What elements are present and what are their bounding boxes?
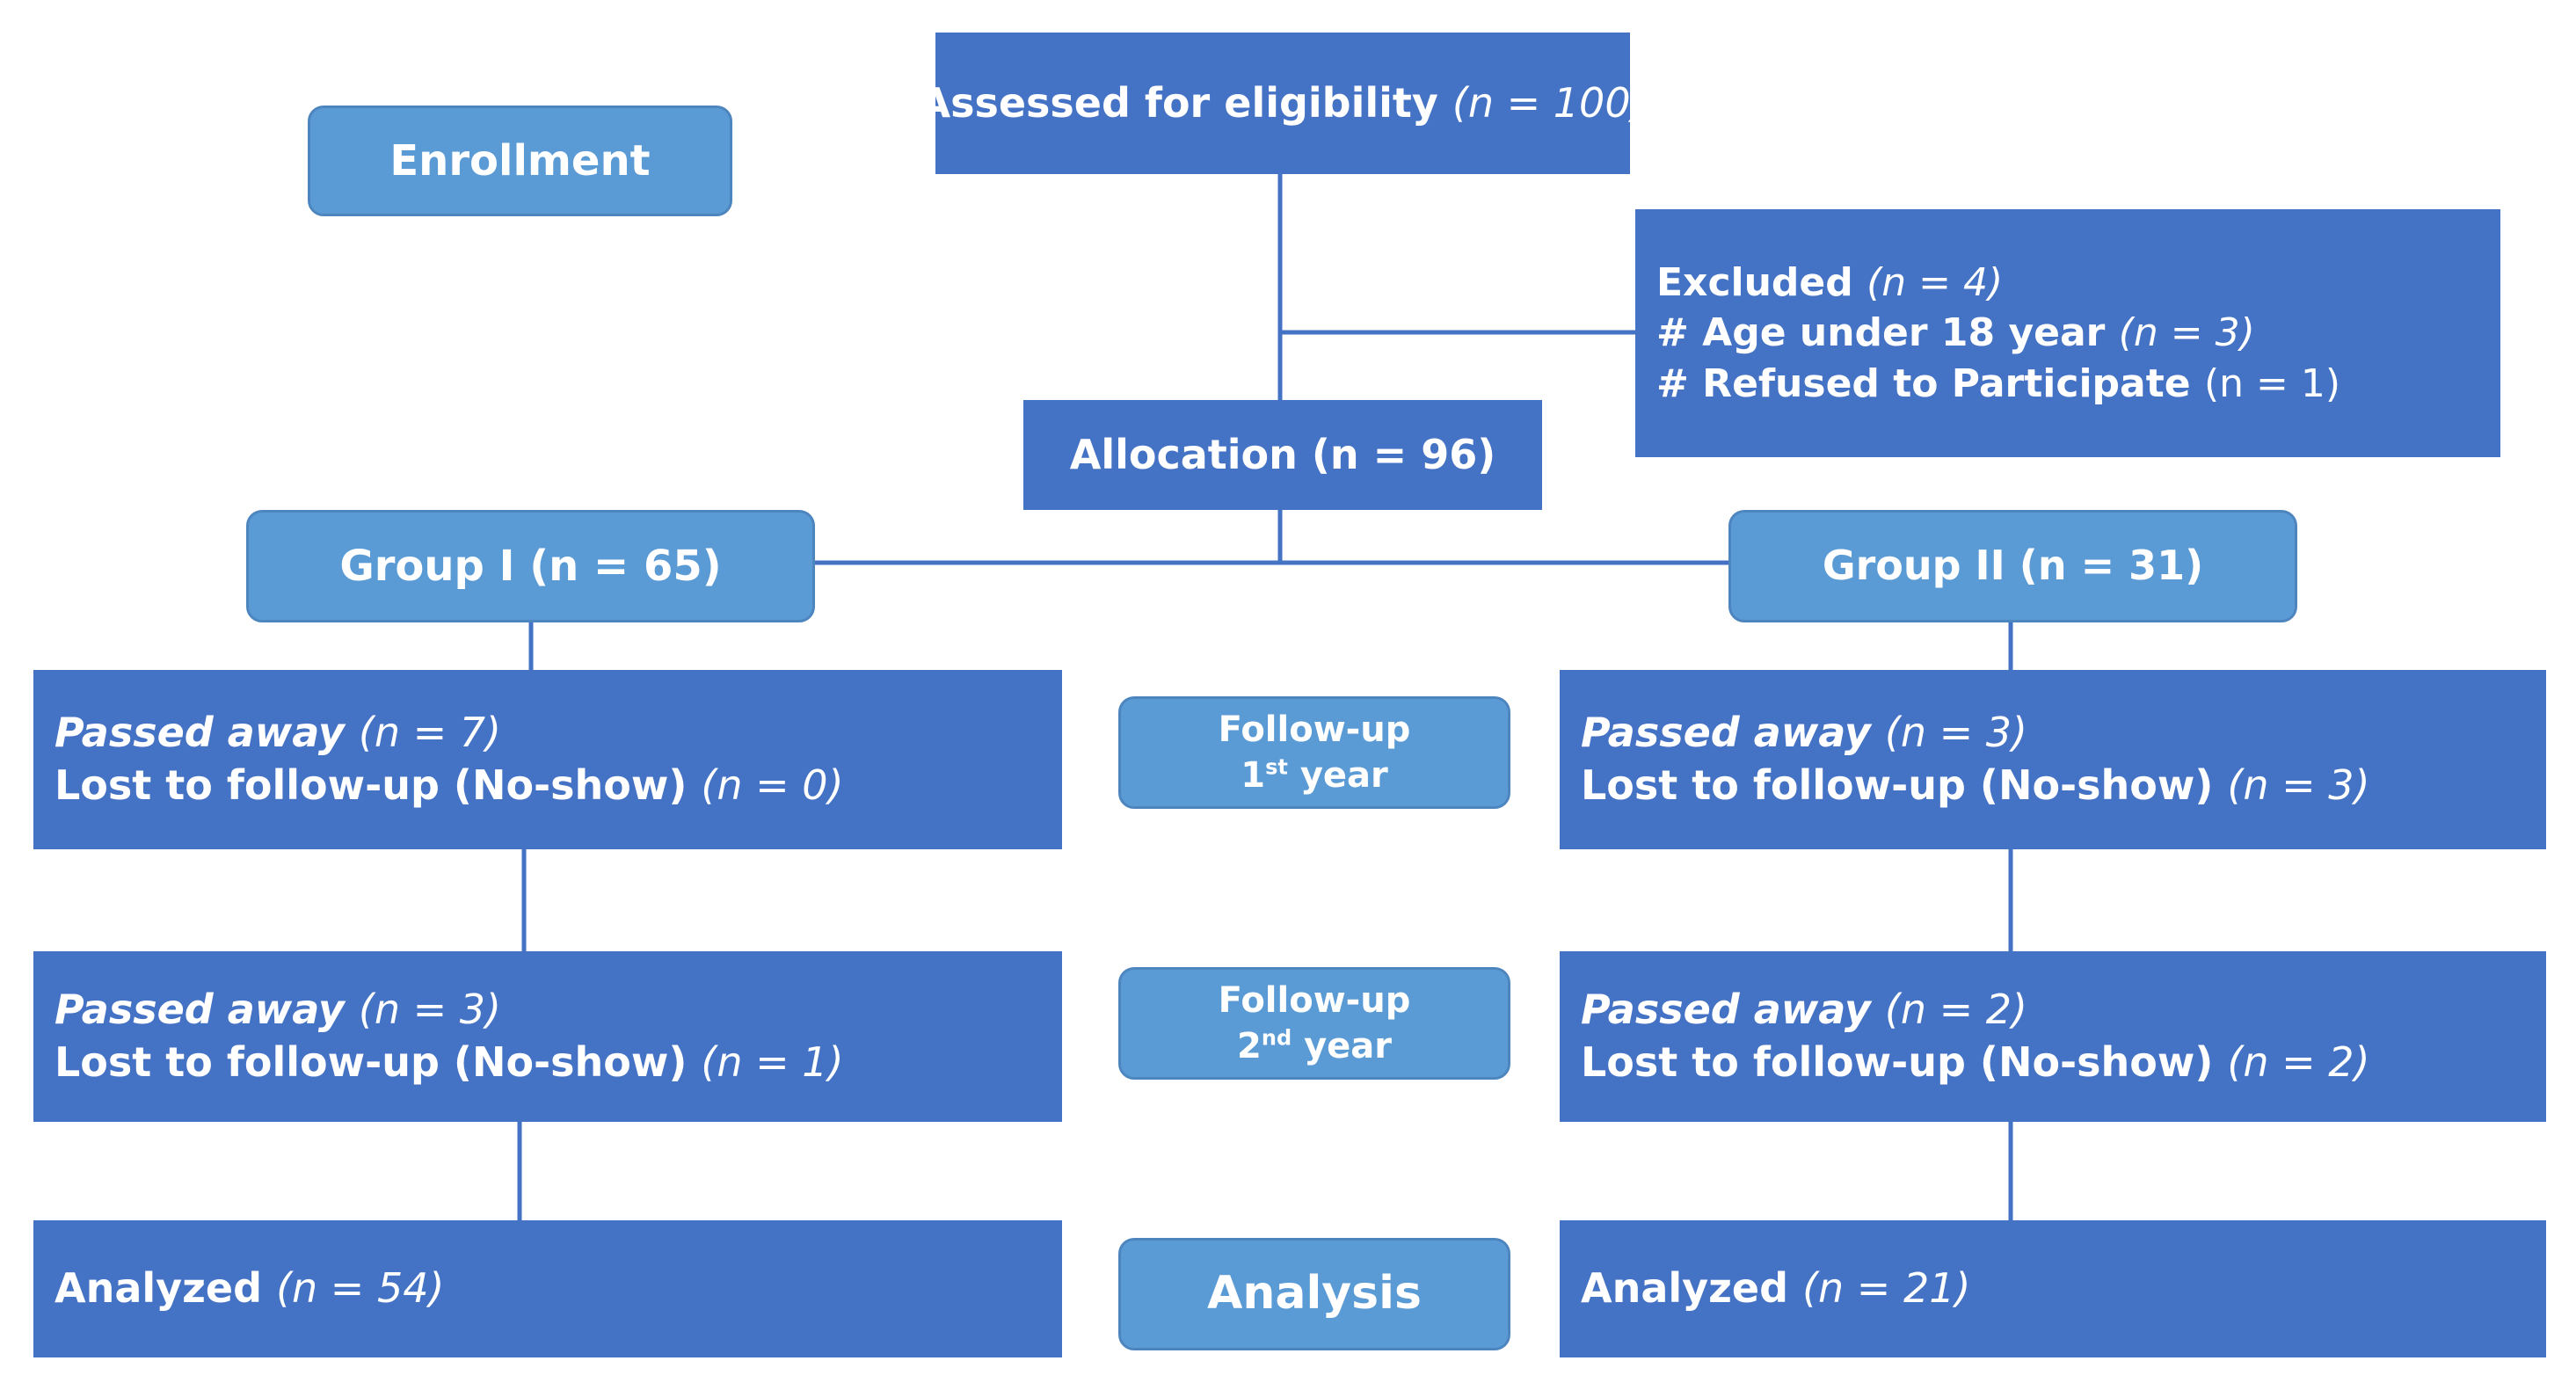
followup-1-label: Follow-up [1218, 710, 1411, 750]
g2-fu1-passed: Passed away (n = 3) [1581, 709, 2027, 757]
allocation-box: Allocation (n = 96) [1023, 400, 1542, 510]
followup-2-year: 2nd year [1237, 1025, 1392, 1066]
assessed-box: Assessed for eligibility (n = 100) [919, 33, 1647, 174]
g1-fu2-passed: Passed away (n = 3) [55, 986, 501, 1034]
stage-followup-2nd-year: Follow-up 2nd year [1118, 967, 1510, 1080]
group-1-followup-2-box: Passed away (n = 3) Lost to follow-up (N… [33, 951, 1062, 1122]
stage-analysis-label: Analysis [1207, 1267, 1422, 1321]
group-2-analyzed-box: Analyzed (n = 21) [1560, 1220, 2546, 1357]
group-1-box: Group I (n = 65) [246, 510, 815, 622]
stage-followup-1st-year: Follow-up 1st year [1118, 696, 1510, 809]
g1-analyzed: Analyzed (n = 54) [55, 1264, 445, 1313]
g2-fu2-passed: Passed away (n = 2) [1581, 986, 2027, 1034]
stage-enrollment: Enrollment [308, 106, 732, 216]
excluded-box: Excluded (n = 4) # Age under 18 year (n … [1635, 209, 2500, 457]
group-2-label: Group II (n = 31) [1822, 542, 2204, 590]
group-2-followup-1-box: Passed away (n = 3) Lost to follow-up (N… [1560, 670, 2546, 849]
followup-1-year: 1st year [1241, 754, 1388, 796]
g1-fu1-passed: Passed away (n = 7) [55, 709, 501, 757]
group-2-followup-2-box: Passed away (n = 2) Lost to follow-up (N… [1560, 951, 2546, 1122]
followup-2-label: Follow-up [1218, 980, 1411, 1021]
assessed-text: Assessed for eligibility (n = 100) [919, 78, 1647, 127]
group-1-analyzed-box: Analyzed (n = 54) [33, 1220, 1062, 1357]
stage-analysis: Analysis [1118, 1238, 1510, 1350]
group-1-followup-1-box: Passed away (n = 7) Lost to follow-up (N… [33, 670, 1062, 849]
g2-analyzed: Analyzed (n = 21) [1581, 1264, 1971, 1313]
g2-fu2-lost: Lost to follow-up (No-show) (n = 2) [1581, 1038, 2370, 1086]
excluded-reason-age: # Age under 18 year (n = 3) [1656, 310, 2255, 356]
excluded-reason-refused: # Refused to Participate (n = 1) [1656, 360, 2340, 406]
g1-fu1-lost: Lost to follow-up (No-show) (n = 0) [55, 761, 844, 809]
allocation-text: Allocation (n = 96) [1069, 430, 1496, 478]
group-1-label: Group I (n = 65) [339, 541, 722, 591]
excluded-total: Excluded (n = 4) [1656, 260, 2004, 306]
g1-fu2-lost: Lost to follow-up (No-show) (n = 1) [55, 1038, 844, 1086]
g2-fu1-lost: Lost to follow-up (No-show) (n = 3) [1581, 761, 2370, 809]
stage-enrollment-label: Enrollment [389, 135, 651, 186]
group-2-box: Group II (n = 31) [1728, 510, 2297, 622]
